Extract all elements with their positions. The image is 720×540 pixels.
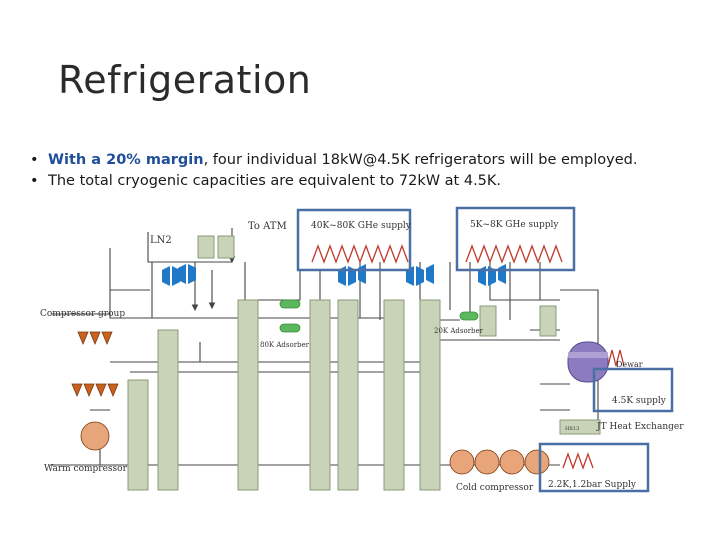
turbine-expanders [162, 264, 506, 286]
compressor-group [71, 331, 119, 398]
slide-title: Refrigeration [58, 58, 312, 102]
compressor-group-label: Compressor group [40, 309, 125, 319]
ln2-label: LN2 [150, 235, 172, 246]
supply-45k-label: 4.5K supply [612, 396, 667, 406]
bullet-text: The total cryogenic capacities are equiv… [48, 173, 502, 189]
jt-hx-label: JT Heat Exchanger [596, 422, 684, 432]
diagram-labels: To ATM LN2 40K~80K GHe supply 5K~8K GHe … [40, 220, 684, 493]
ghe-40-80-label: 40K~80K GHe supply [311, 221, 412, 231]
adsorber-20k-label: 20K Adsorber [434, 327, 484, 335]
bullet-list: • With a 20% margin, four individual 18kW… [30, 150, 637, 192]
dewar-label: Dewar [616, 360, 643, 369]
to-atm-label: To ATM [248, 221, 287, 232]
cold-compressor-label: Cold compressor [456, 483, 534, 493]
compressors-round [80, 421, 550, 475]
bullet-item-2: • The total cryogenic capacities are equi… [30, 171, 637, 192]
adsorber-80k-label: 80K Adsorber [260, 341, 310, 349]
heat-exchanger-columns [127, 235, 601, 491]
ghe-5-8-label: 5K~8K GHe supply [470, 220, 559, 230]
hx13-label: HX13 [565, 426, 579, 432]
adsorbers [279, 299, 479, 333]
dewar-icon [567, 341, 609, 383]
supply-22k-label: 2.2K,1.2bar Supply [548, 480, 637, 490]
bullet-item-1: • With a 20% margin, four individual 18kW… [30, 150, 637, 171]
bullet-accent-text: With a 20% margin [48, 152, 204, 168]
bullet-dot-icon: • [30, 152, 39, 168]
warm-compressor-label: Warm compressor [44, 464, 128, 474]
bullet-text: , four individual 18kW@4.5K refrigerator… [203, 152, 638, 168]
bullet-dot-icon: • [30, 173, 39, 189]
highlight-boxes [296, 206, 674, 493]
warm-compressor-icon [80, 421, 110, 451]
